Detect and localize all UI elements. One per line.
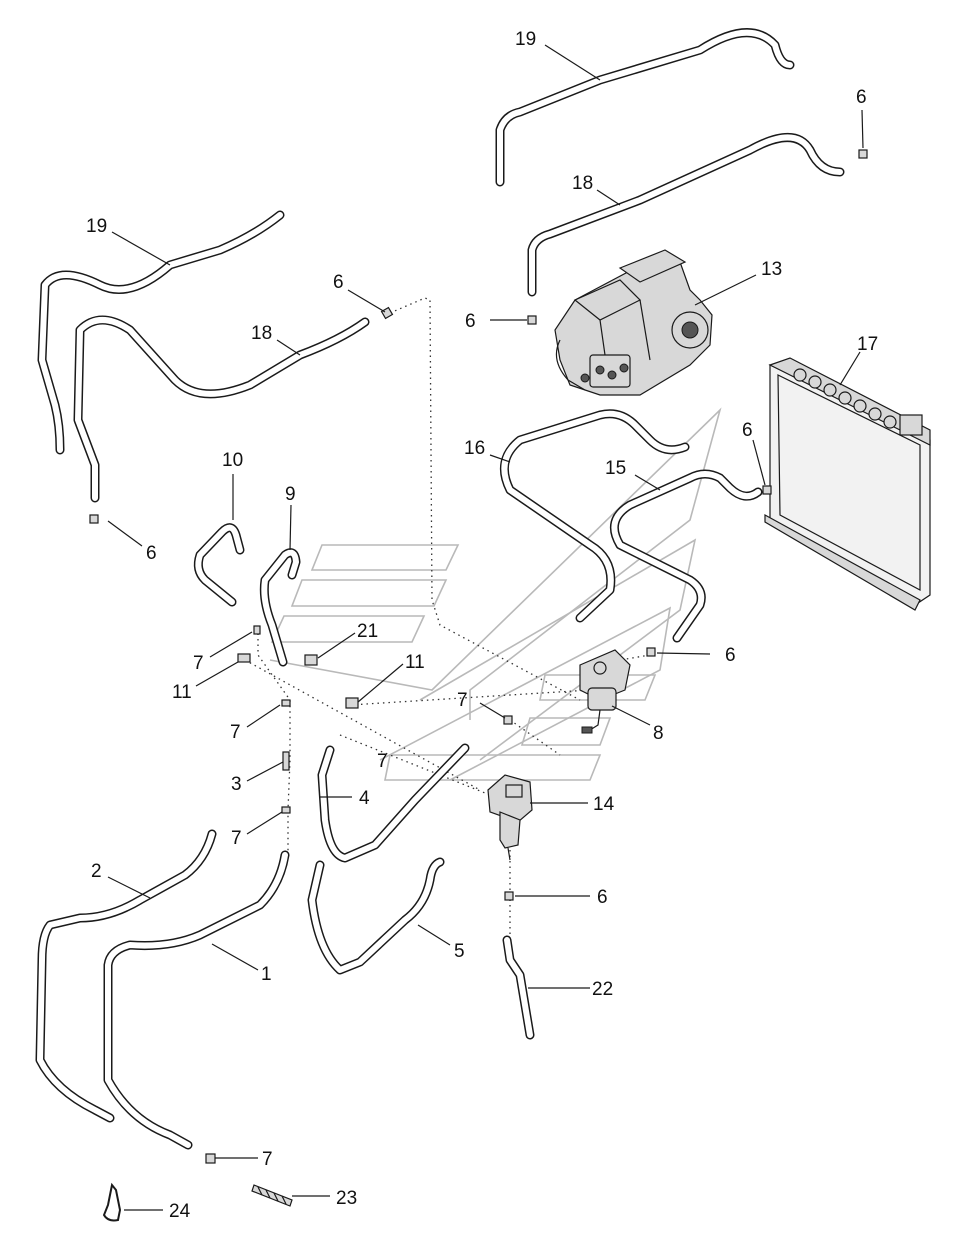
callout-2: 2 <box>91 861 102 882</box>
hose-15 <box>609 469 763 643</box>
callouts: 19 6 18 19 6 18 6 13 17 6 16 15 10 9 6 2… <box>86 29 878 1222</box>
fitting-6-cooler <box>762 485 772 495</box>
fitting-11-a <box>237 653 251 663</box>
hose-18-left <box>73 315 370 503</box>
assembly-lines <box>244 297 651 945</box>
fitting-6-filter <box>646 647 656 657</box>
clamp-7-a <box>253 625 261 635</box>
fitting-21 <box>304 654 318 666</box>
injection-pump-13 <box>554 249 713 396</box>
callout-15: 15 <box>605 458 626 479</box>
fitting-6-top <box>380 306 394 320</box>
leader-lines <box>107 44 864 1211</box>
callout-6: 6 <box>333 272 344 293</box>
hose-5 <box>307 857 445 975</box>
callout-5: 5 <box>454 941 465 962</box>
hose-16 <box>499 409 690 623</box>
hose-19-left <box>37 210 285 455</box>
cooler-fins <box>793 368 923 436</box>
callout-4: 4 <box>359 788 370 809</box>
callout-10: 10 <box>222 450 243 471</box>
callout-23: 23 <box>336 1188 357 1209</box>
hose-9 <box>259 548 301 667</box>
callout-24: 24 <box>169 1201 191 1222</box>
hose-10 <box>193 523 245 607</box>
clamp-7-e <box>205 1153 216 1164</box>
callout-14: 14 <box>593 794 615 815</box>
fitting-6-left <box>89 514 99 524</box>
hose-19-top <box>495 28 795 187</box>
callout-11: 11 <box>172 682 192 703</box>
callout-7: 7 <box>231 828 242 849</box>
callout-21: 21 <box>357 621 378 642</box>
callout-1: 1 <box>261 964 272 985</box>
cooler-17 <box>764 357 931 611</box>
fitting-6-right <box>858 149 868 159</box>
callout-7: 7 <box>230 722 241 743</box>
callout-7: 7 <box>193 653 204 674</box>
callout-6: 6 <box>465 311 476 332</box>
callout-19: 19 <box>515 29 536 50</box>
callout-6: 6 <box>856 87 867 108</box>
callout-18: 18 <box>251 323 272 344</box>
callout-6: 6 <box>597 887 608 908</box>
fittings <box>89 149 868 1222</box>
callout-22: 22 <box>592 979 613 1000</box>
hose-4 <box>317 743 470 863</box>
callout-8: 8 <box>653 723 664 744</box>
hose-1 <box>103 850 290 1150</box>
fitting-6-pump <box>527 315 537 325</box>
callout-6: 6 <box>725 645 736 666</box>
callout-13: 13 <box>761 259 782 280</box>
callout-11: 11 <box>405 652 425 673</box>
callout-18: 18 <box>572 173 593 194</box>
fitting-6-lower <box>504 891 514 901</box>
fitting-11-b <box>345 697 359 709</box>
callout-19: 19 <box>86 216 107 237</box>
callout-9: 9 <box>285 484 296 505</box>
clip-24 <box>102 1182 122 1222</box>
hose-18-top <box>527 133 845 297</box>
hose-22 <box>502 935 535 1040</box>
connector-3 <box>282 751 290 771</box>
callout-17: 17 <box>857 334 878 355</box>
callout-6: 6 <box>146 543 157 564</box>
callout-7: 7 <box>377 751 388 772</box>
callout-3: 3 <box>231 774 242 795</box>
spring-23 <box>251 1184 293 1207</box>
hose-2 <box>35 829 217 1123</box>
callout-16: 16 <box>464 438 485 459</box>
callout-7: 7 <box>457 690 468 711</box>
fuel-filter-8 <box>579 649 631 734</box>
filter-head-14 <box>487 774 533 861</box>
clamp-7-c <box>503 715 513 725</box>
callout-7: 7 <box>262 1149 273 1170</box>
clamp-7-d <box>281 806 291 814</box>
clamp-7-b <box>281 699 291 707</box>
callout-6: 6 <box>742 420 753 441</box>
